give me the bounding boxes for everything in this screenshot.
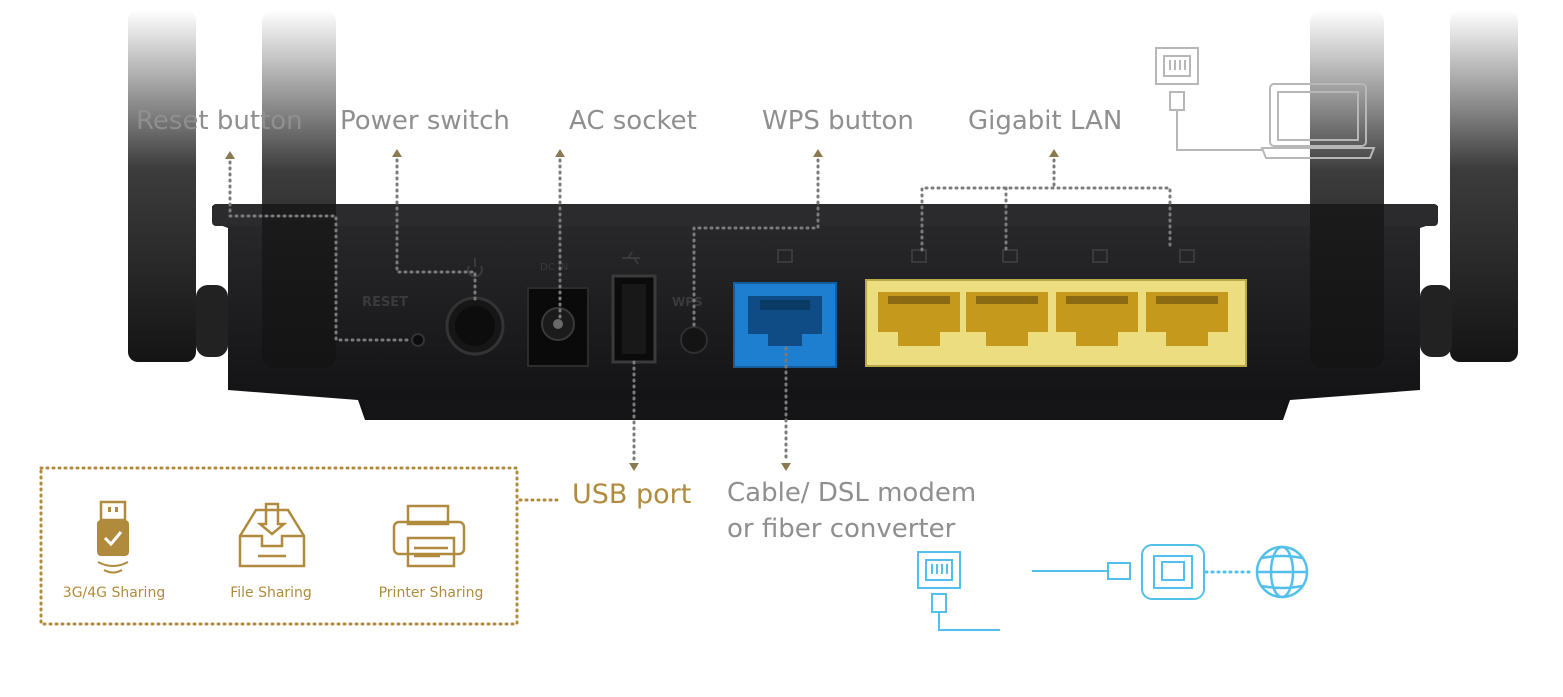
antenna-right-front [1310, 10, 1384, 368]
wall-jack-icon [1141, 544, 1205, 600]
power-callout-label: Power switch [340, 106, 510, 136]
lan-port-4 [1146, 292, 1228, 346]
reset-print: RESET [362, 295, 408, 310]
usb-features-box [39, 466, 564, 626]
lan-callout-label: Gigabit LAN [968, 106, 1123, 136]
feature-label-printer: Printer Sharing [378, 585, 484, 601]
antenna-left-rear [128, 10, 196, 362]
antenna-mount-right [1420, 285, 1452, 357]
wps-print: WPS [672, 295, 703, 309]
reset-callout-label: Reset button [136, 106, 303, 136]
dc-print: DC IN [540, 262, 568, 273]
usb-drive-icon [97, 500, 129, 574]
ethernet-cable-icon [1032, 562, 1131, 580]
usb-callout-label: USB port [572, 479, 692, 510]
lan-number-icons [911, 249, 1195, 263]
file-tray-icon [238, 502, 306, 568]
laptop-icon [1155, 47, 1376, 159]
wan-callout-line2: or fiber converter [727, 514, 956, 544]
lan-port-2 [966, 292, 1048, 346]
modem-jack-icon [917, 551, 1000, 631]
reset-button [411, 333, 425, 347]
antenna-right-rear [1450, 10, 1518, 362]
power-icon [467, 258, 483, 278]
lan-port-3 [1056, 292, 1138, 346]
wan-symbol-icon [777, 249, 793, 263]
wps-callout-label: WPS button [762, 106, 914, 136]
globe-icon [1255, 545, 1309, 599]
printer-icon [392, 504, 466, 568]
antenna-mount-left [196, 285, 228, 357]
lan-port-1 [878, 292, 960, 346]
wan-callout-line1: Cable/ DSL modem [727, 478, 977, 508]
feature-label-file: File Sharing [230, 585, 312, 601]
leader-lines [228, 158, 1172, 464]
wps-button [680, 326, 708, 354]
ac-callout-label: AC socket [569, 106, 697, 136]
antenna-left-front [262, 10, 336, 368]
feature-label-3g4g: 3G/4G Sharing [62, 585, 166, 601]
leader-arrow-heads [225, 149, 1059, 471]
usb-symbol-icon [622, 251, 640, 265]
